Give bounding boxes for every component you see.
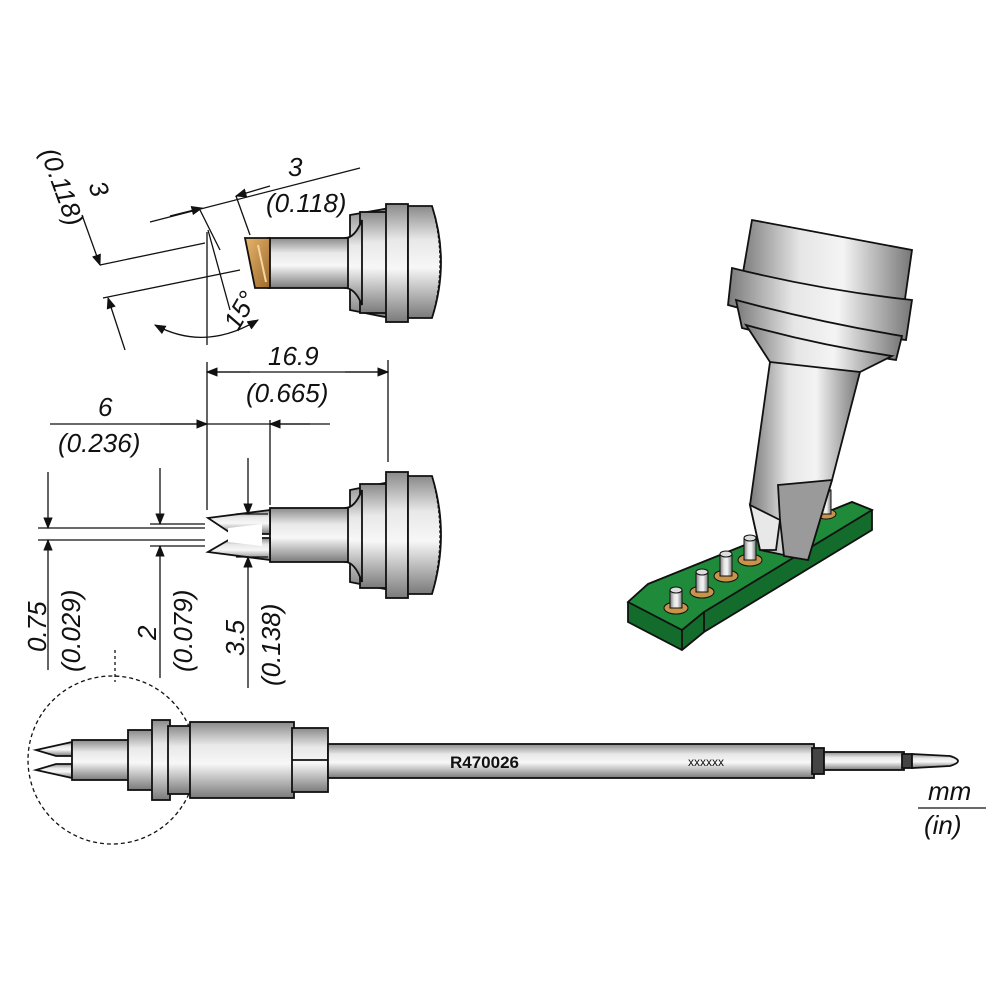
- units-legend: mm (in): [918, 776, 986, 840]
- usage-illustration: [626, 218, 914, 652]
- slot-width-mm: 2: [132, 625, 162, 641]
- thickness-mm: 0.75: [22, 601, 52, 652]
- thickness-dimension: 0.75 (0.029): [22, 472, 205, 672]
- tip-width-mm: 3: [288, 152, 303, 182]
- tip-width-dimension: 3 (0.118): [149, 152, 361, 251]
- part-number: R470026: [450, 753, 519, 772]
- tip-width-mm-label: 3.5: [220, 619, 250, 656]
- fork-length-mm: 6: [98, 392, 113, 422]
- tip-top-view: [205, 471, 442, 599]
- cartridge-full-view: R470026 xxxxxx: [27, 650, 959, 845]
- fork-length-in: (0.236): [58, 428, 140, 458]
- tip-height-in: (0.118): [34, 144, 90, 230]
- tip-height-dimension: 3 (0.118): [34, 144, 241, 351]
- unit-mm: mm: [928, 776, 971, 806]
- soldering-tool: [727, 218, 914, 562]
- fork-length-dimension: 6 (0.236): [50, 392, 330, 505]
- slot-width-in: (0.079): [168, 590, 198, 672]
- tip-width-in-label: (0.138): [256, 604, 286, 686]
- unit-in: (in): [924, 810, 962, 840]
- thickness-in: (0.029): [56, 590, 86, 672]
- slot-width-dimension: 2 (0.079): [132, 468, 205, 678]
- length-mm: 16.9: [268, 341, 319, 371]
- tip-angle: 15°: [217, 286, 263, 335]
- tip-width-in: (0.118): [266, 188, 346, 218]
- serial-number: xxxxxx: [688, 755, 724, 769]
- tip-side-view: [243, 203, 442, 323]
- pcb-board: [626, 486, 875, 652]
- tip-width-top-dimension: 3.5 (0.138): [220, 458, 286, 688]
- length-dimension: 16.9 (0.665): [205, 341, 390, 510]
- length-in: (0.665): [246, 378, 328, 408]
- tip-height-mm: 3: [82, 177, 115, 201]
